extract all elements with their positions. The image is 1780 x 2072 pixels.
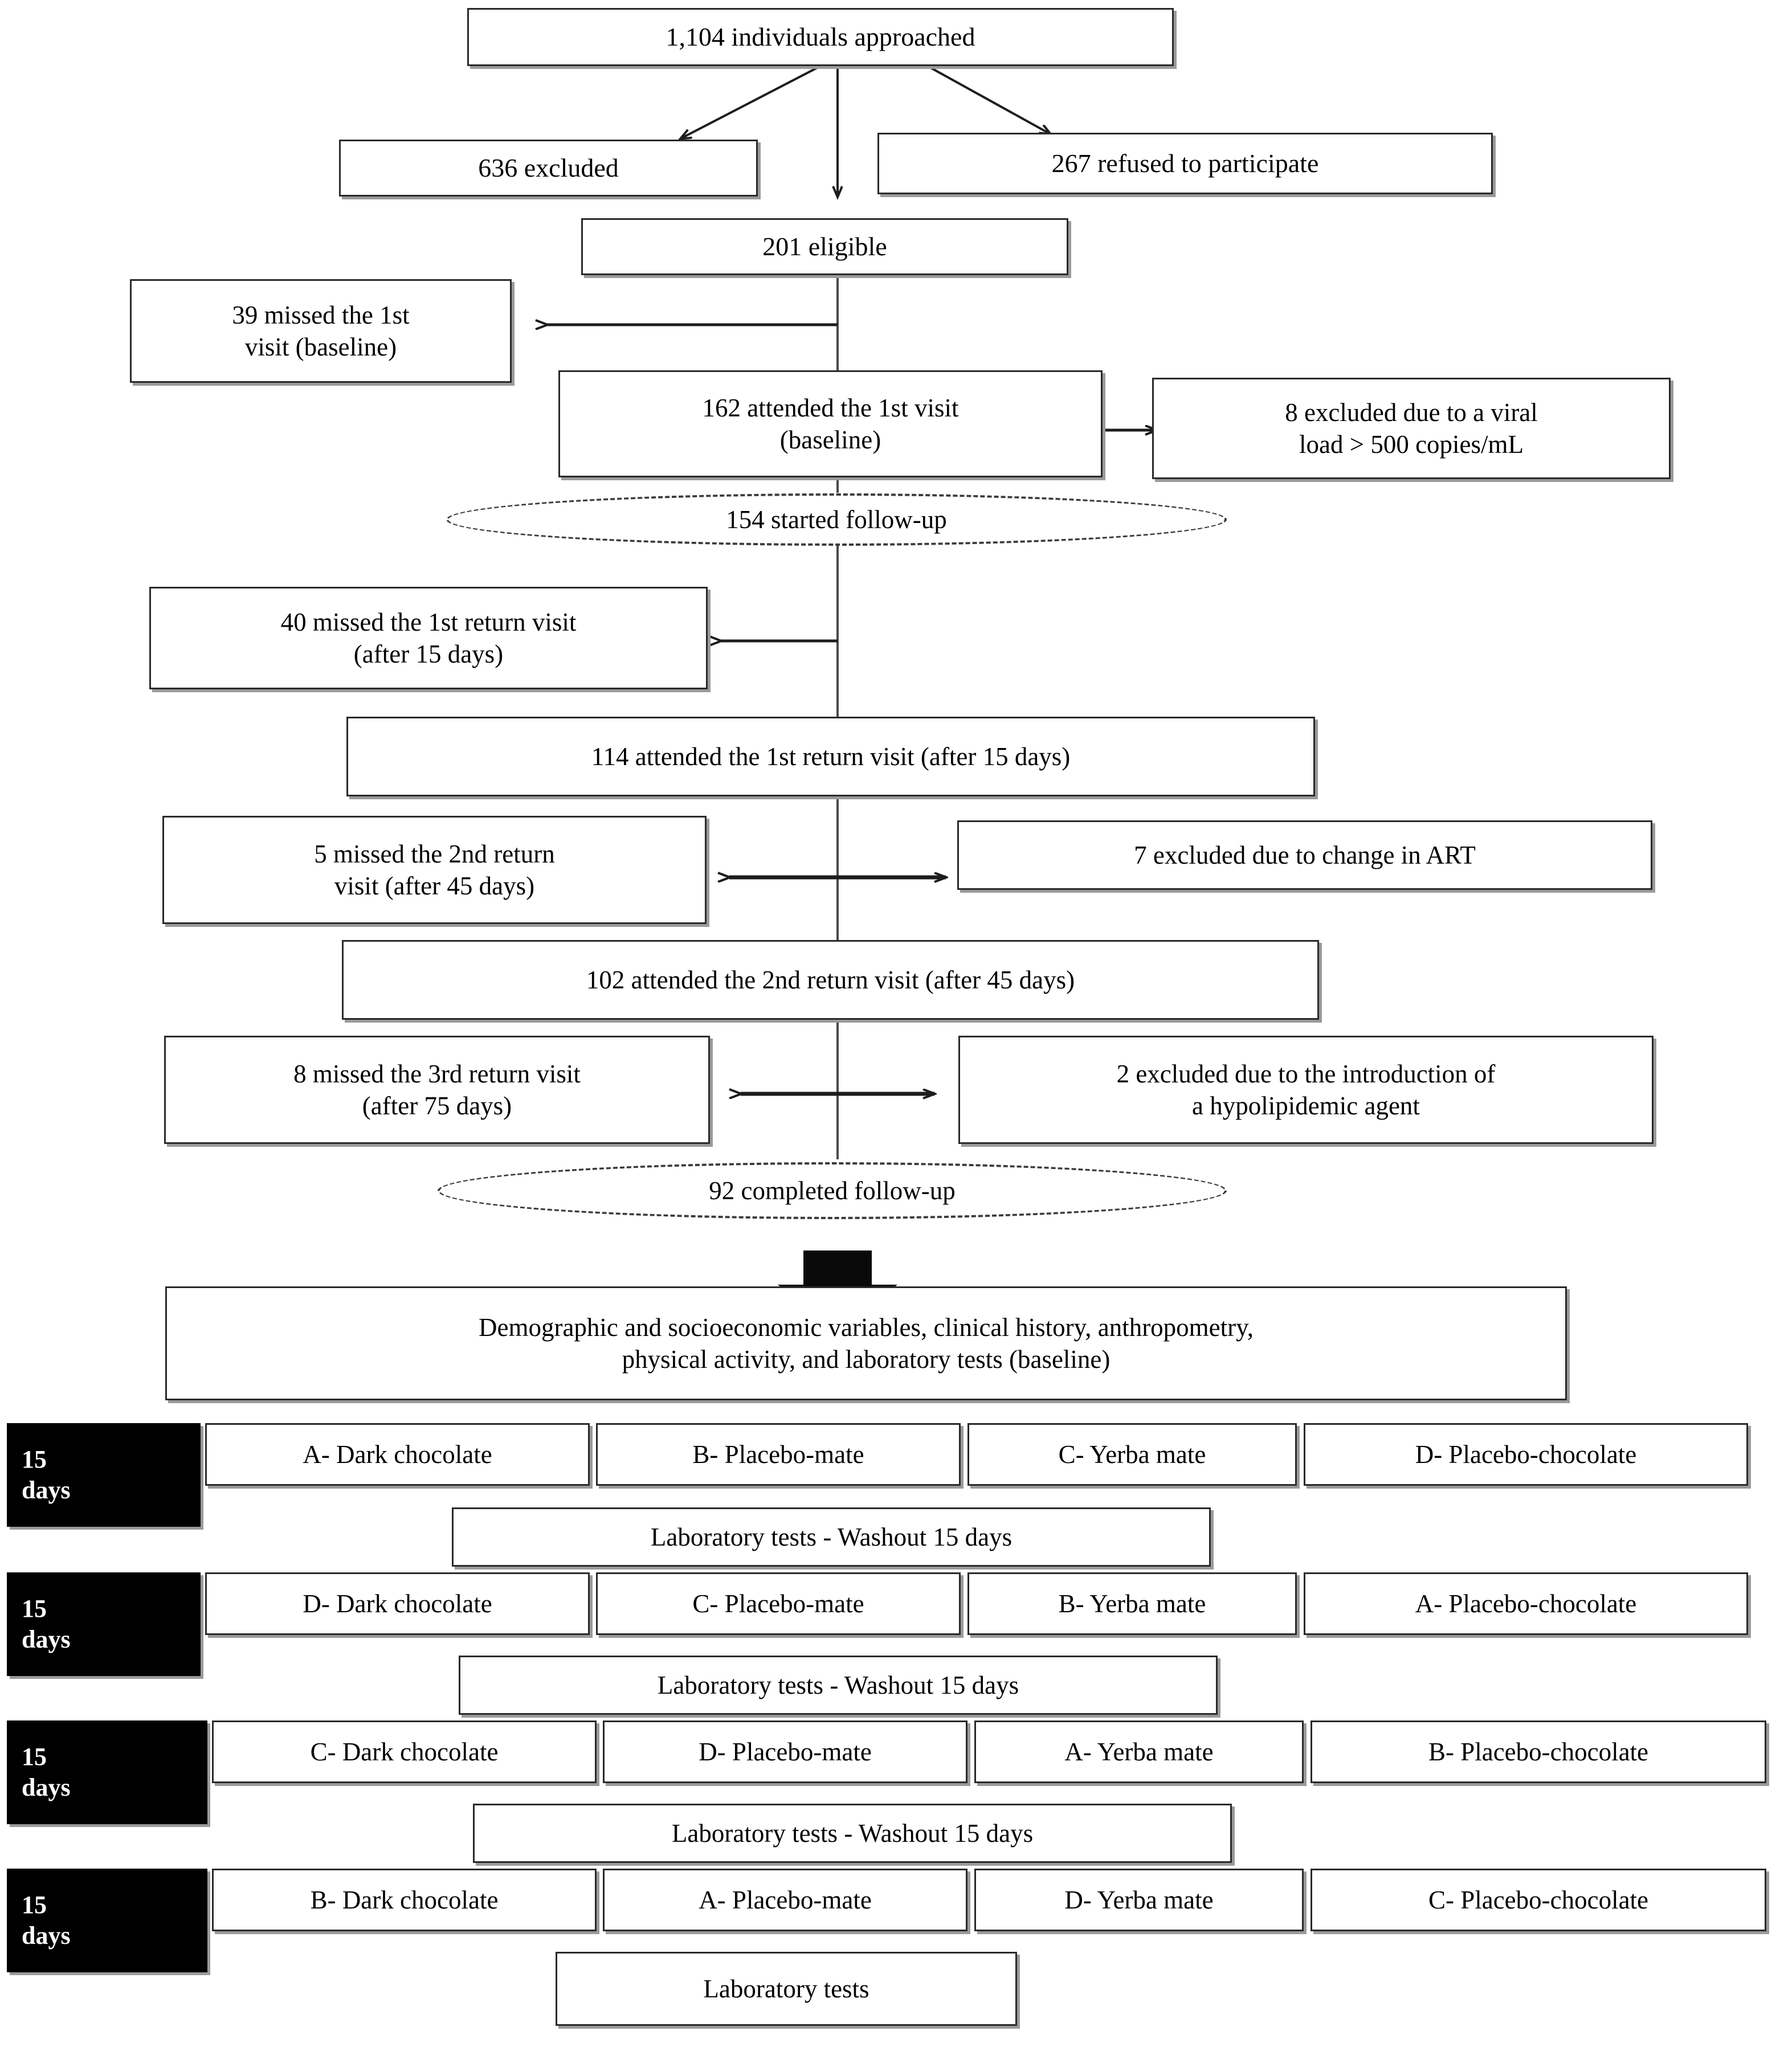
arm-box-1-c: C- Yerba mate <box>967 1423 1297 1486</box>
arm-box-1-b: B- Placebo-mate <box>596 1423 961 1486</box>
washout-box-1: Laboratory tests - Washout 15 days <box>452 1507 1211 1567</box>
arm-box-4-d: C- Placebo-chocolate <box>1310 1869 1766 1931</box>
box-missed-first-return: 40 missed the 1st return visit(after 15 … <box>149 587 708 689</box>
box-excluded: 636 excluded <box>339 140 758 197</box>
box-attended-first-return: 114 attended the 1st return visit (after… <box>346 717 1315 796</box>
ellipse-completed-followup: 92 completed follow-up <box>438 1162 1227 1219</box>
arm-box-2-d: A- Placebo-chocolate <box>1304 1572 1748 1635</box>
box-attended-second-return: 102 attended the 2nd return visit (after… <box>342 940 1319 1020</box>
box-baseline-assessment: Demographic and socioeconomic variables,… <box>165 1286 1567 1400</box>
arm-box-3-c: A- Yerba mate <box>974 1720 1304 1783</box>
arm-box-2-c: B- Yerba mate <box>967 1572 1297 1635</box>
washout-box-2: Laboratory tests - Washout 15 days <box>459 1656 1218 1715</box>
arm-box-3-d: B- Placebo-chocolate <box>1310 1720 1766 1783</box>
arm-box-4-b: A- Placebo-mate <box>603 1869 967 1931</box>
arm-box-2-a: D- Dark chocolate <box>205 1572 590 1635</box>
final-lab-tests-box: Laboratory tests <box>556 1952 1017 2026</box>
arm-box-3-b: D- Placebo-mate <box>603 1720 967 1783</box>
ellipse-started-followup: 154 started follow-up <box>446 493 1227 546</box>
box-eligible: 201 eligible <box>581 218 1068 275</box>
arm-box-4-a: B- Dark chocolate <box>212 1869 597 1931</box>
arm-box-4-c: D- Yerba mate <box>974 1869 1304 1931</box>
box-missed-third-return: 8 missed the 3rd return visit(after 75 d… <box>164 1036 710 1144</box>
arm-box-3-a: C- Dark chocolate <box>212 1720 597 1783</box>
box-excluded-art: 7 excluded due to change in ART <box>957 820 1652 890</box>
washout-box-3: Laboratory tests - Washout 15 days <box>473 1804 1232 1863</box>
arm-box-2-b: C- Placebo-mate <box>596 1572 961 1635</box>
box-refused: 267 refused to participate <box>877 133 1493 194</box>
arm-box-1-d: D- Placebo-chocolate <box>1304 1423 1748 1486</box>
arm-box-1-a: A- Dark chocolate <box>205 1423 590 1486</box>
box-attended-first-visit: 162 attended the 1st visit(baseline) <box>558 370 1103 477</box>
box-individuals-approached: 1,104 individuals approached <box>467 8 1174 66</box>
